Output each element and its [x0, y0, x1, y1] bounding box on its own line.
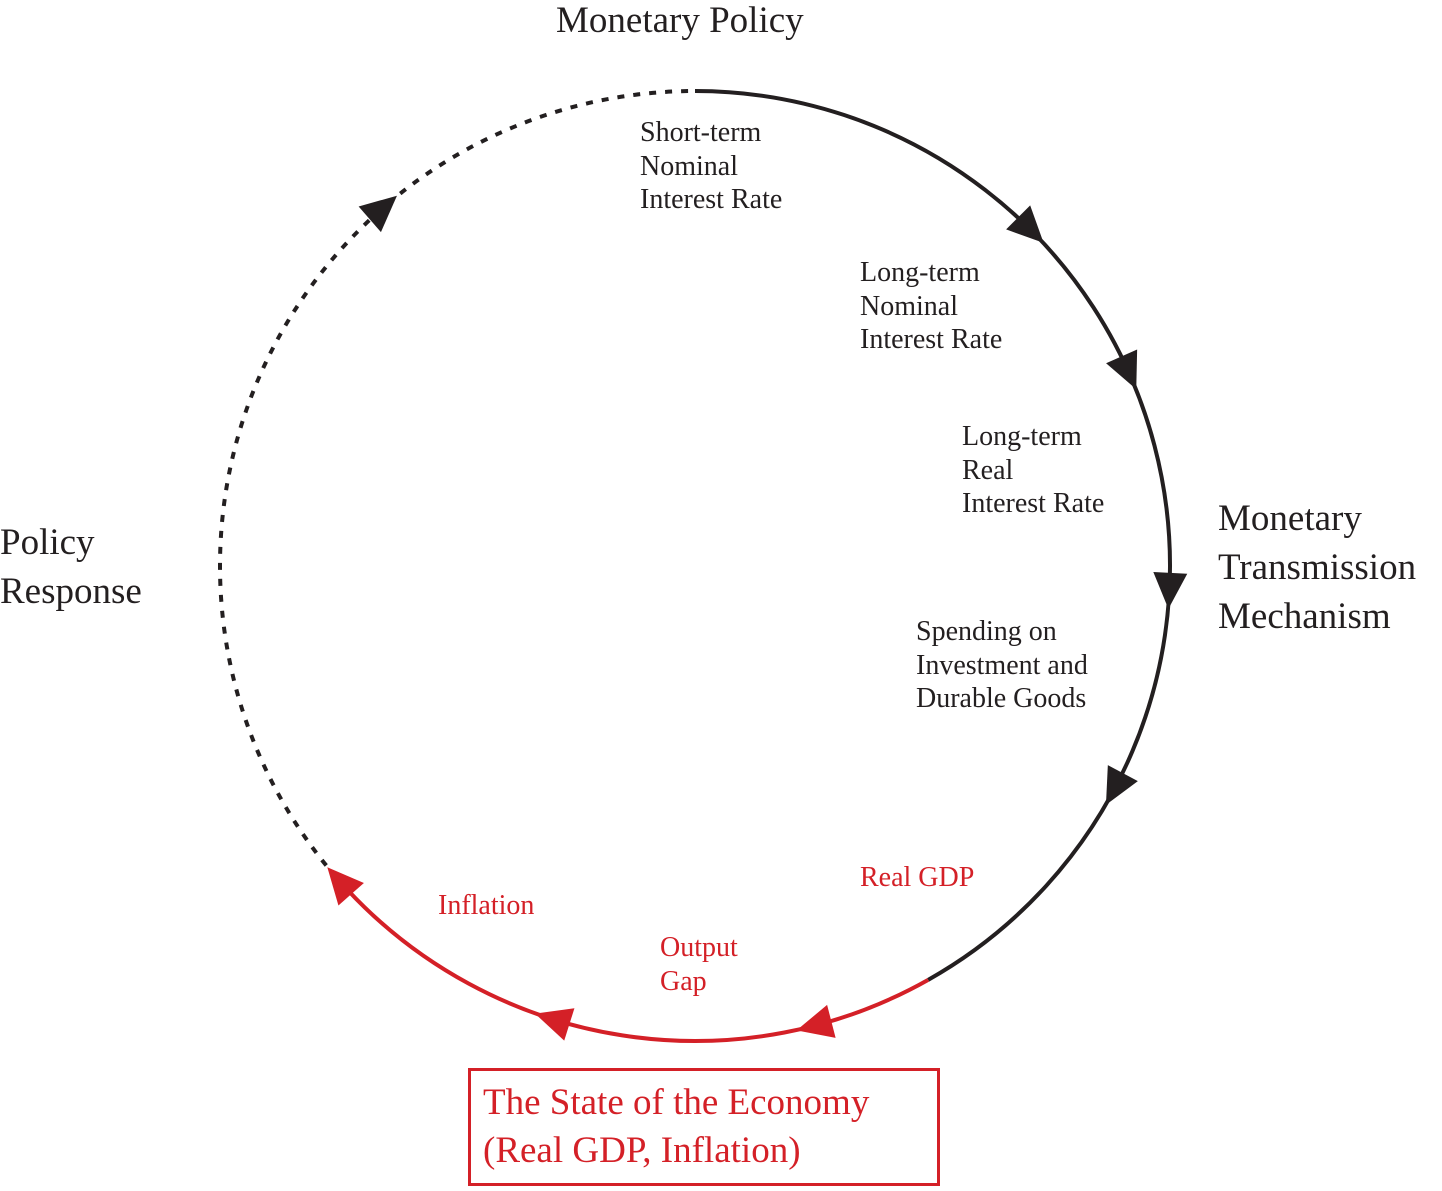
arrowhead-icon [534, 1008, 575, 1041]
transmission-arc [694, 89, 1172, 982]
step-spending: Spending on Investment and Durable Goods [916, 616, 1088, 715]
arrowhead-icon [327, 867, 364, 906]
arrowhead-icon [1106, 349, 1138, 390]
arrowhead-icon [358, 195, 397, 233]
economy-arc [346, 888, 930, 1043]
arrowhead-icon [796, 1004, 836, 1038]
state-of-economy-box: The State of the Economy (Real GDP, Infl… [468, 1068, 940, 1186]
arrowhead-icon [1006, 205, 1044, 243]
step-output-gap: Output Gap [660, 932, 738, 997]
step-real-gdp: Real GDP [860, 862, 975, 893]
policy-response-label: Policy Response [0, 522, 142, 613]
step-inflation: Inflation [438, 890, 535, 921]
policy-response-dotted-arc [218, 89, 696, 879]
transmission-mechanism-label: Monetary Transmission Mechanism [1218, 498, 1417, 638]
step-long-term-nominal-rate: Long-term Nominal Interest Rate [860, 257, 1003, 356]
step-short-term-nominal-rate: Short-term Nominal Interest Rate [640, 117, 783, 216]
arrowhead-icon [1105, 765, 1138, 805]
step-long-term-real-rate: Long-term Real Interest Rate [962, 421, 1105, 520]
arrowhead-icon [1153, 571, 1188, 609]
monetary-policy-title: Monetary Policy [556, 0, 804, 41]
state-of-economy-text: The State of the Economy (Real GDP, Infl… [483, 1082, 870, 1172]
